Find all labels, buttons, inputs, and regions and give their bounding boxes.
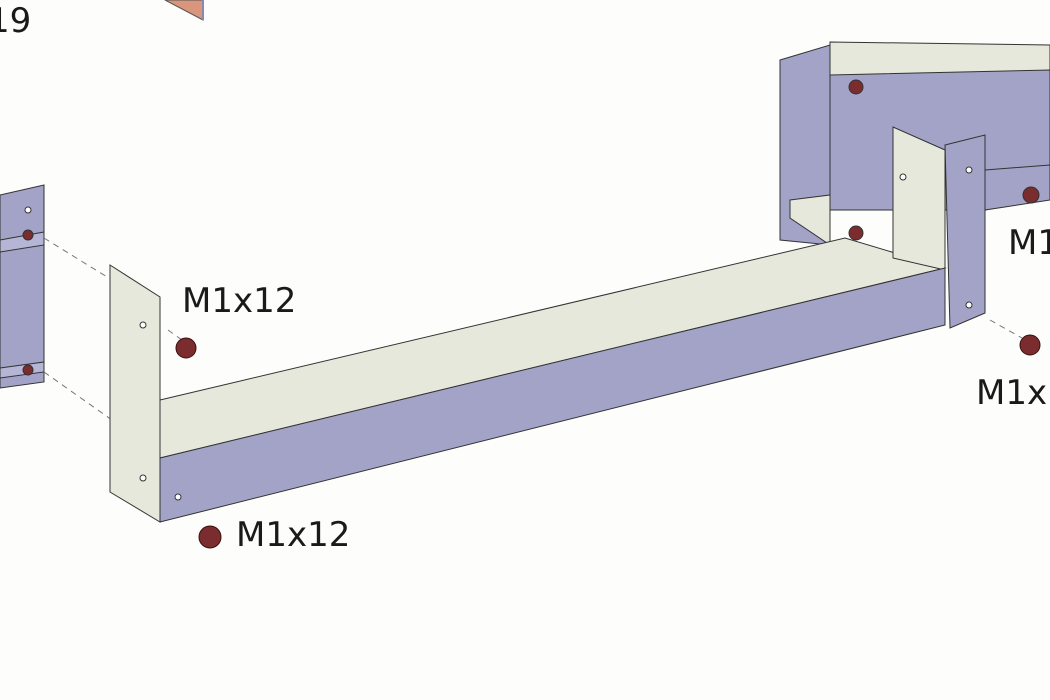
screw-label: M1x12 <box>236 515 351 555</box>
channel-front-wall <box>159 267 946 523</box>
screw-label: M1 <box>1008 223 1050 263</box>
left-panel <box>0 184 45 389</box>
right-housing <box>779 41 1050 246</box>
part-number-label: 19 <box>0 1 32 41</box>
right-flange <box>892 126 946 271</box>
screw-icon <box>175 334 1041 549</box>
u-channel-bracket <box>109 126 986 523</box>
left-flange <box>109 264 161 523</box>
copper-part <box>164 0 204 21</box>
screw-label: M1x12 <box>182 281 297 321</box>
right-plate <box>944 134 986 329</box>
screw-label: M1x1 <box>976 373 1050 413</box>
